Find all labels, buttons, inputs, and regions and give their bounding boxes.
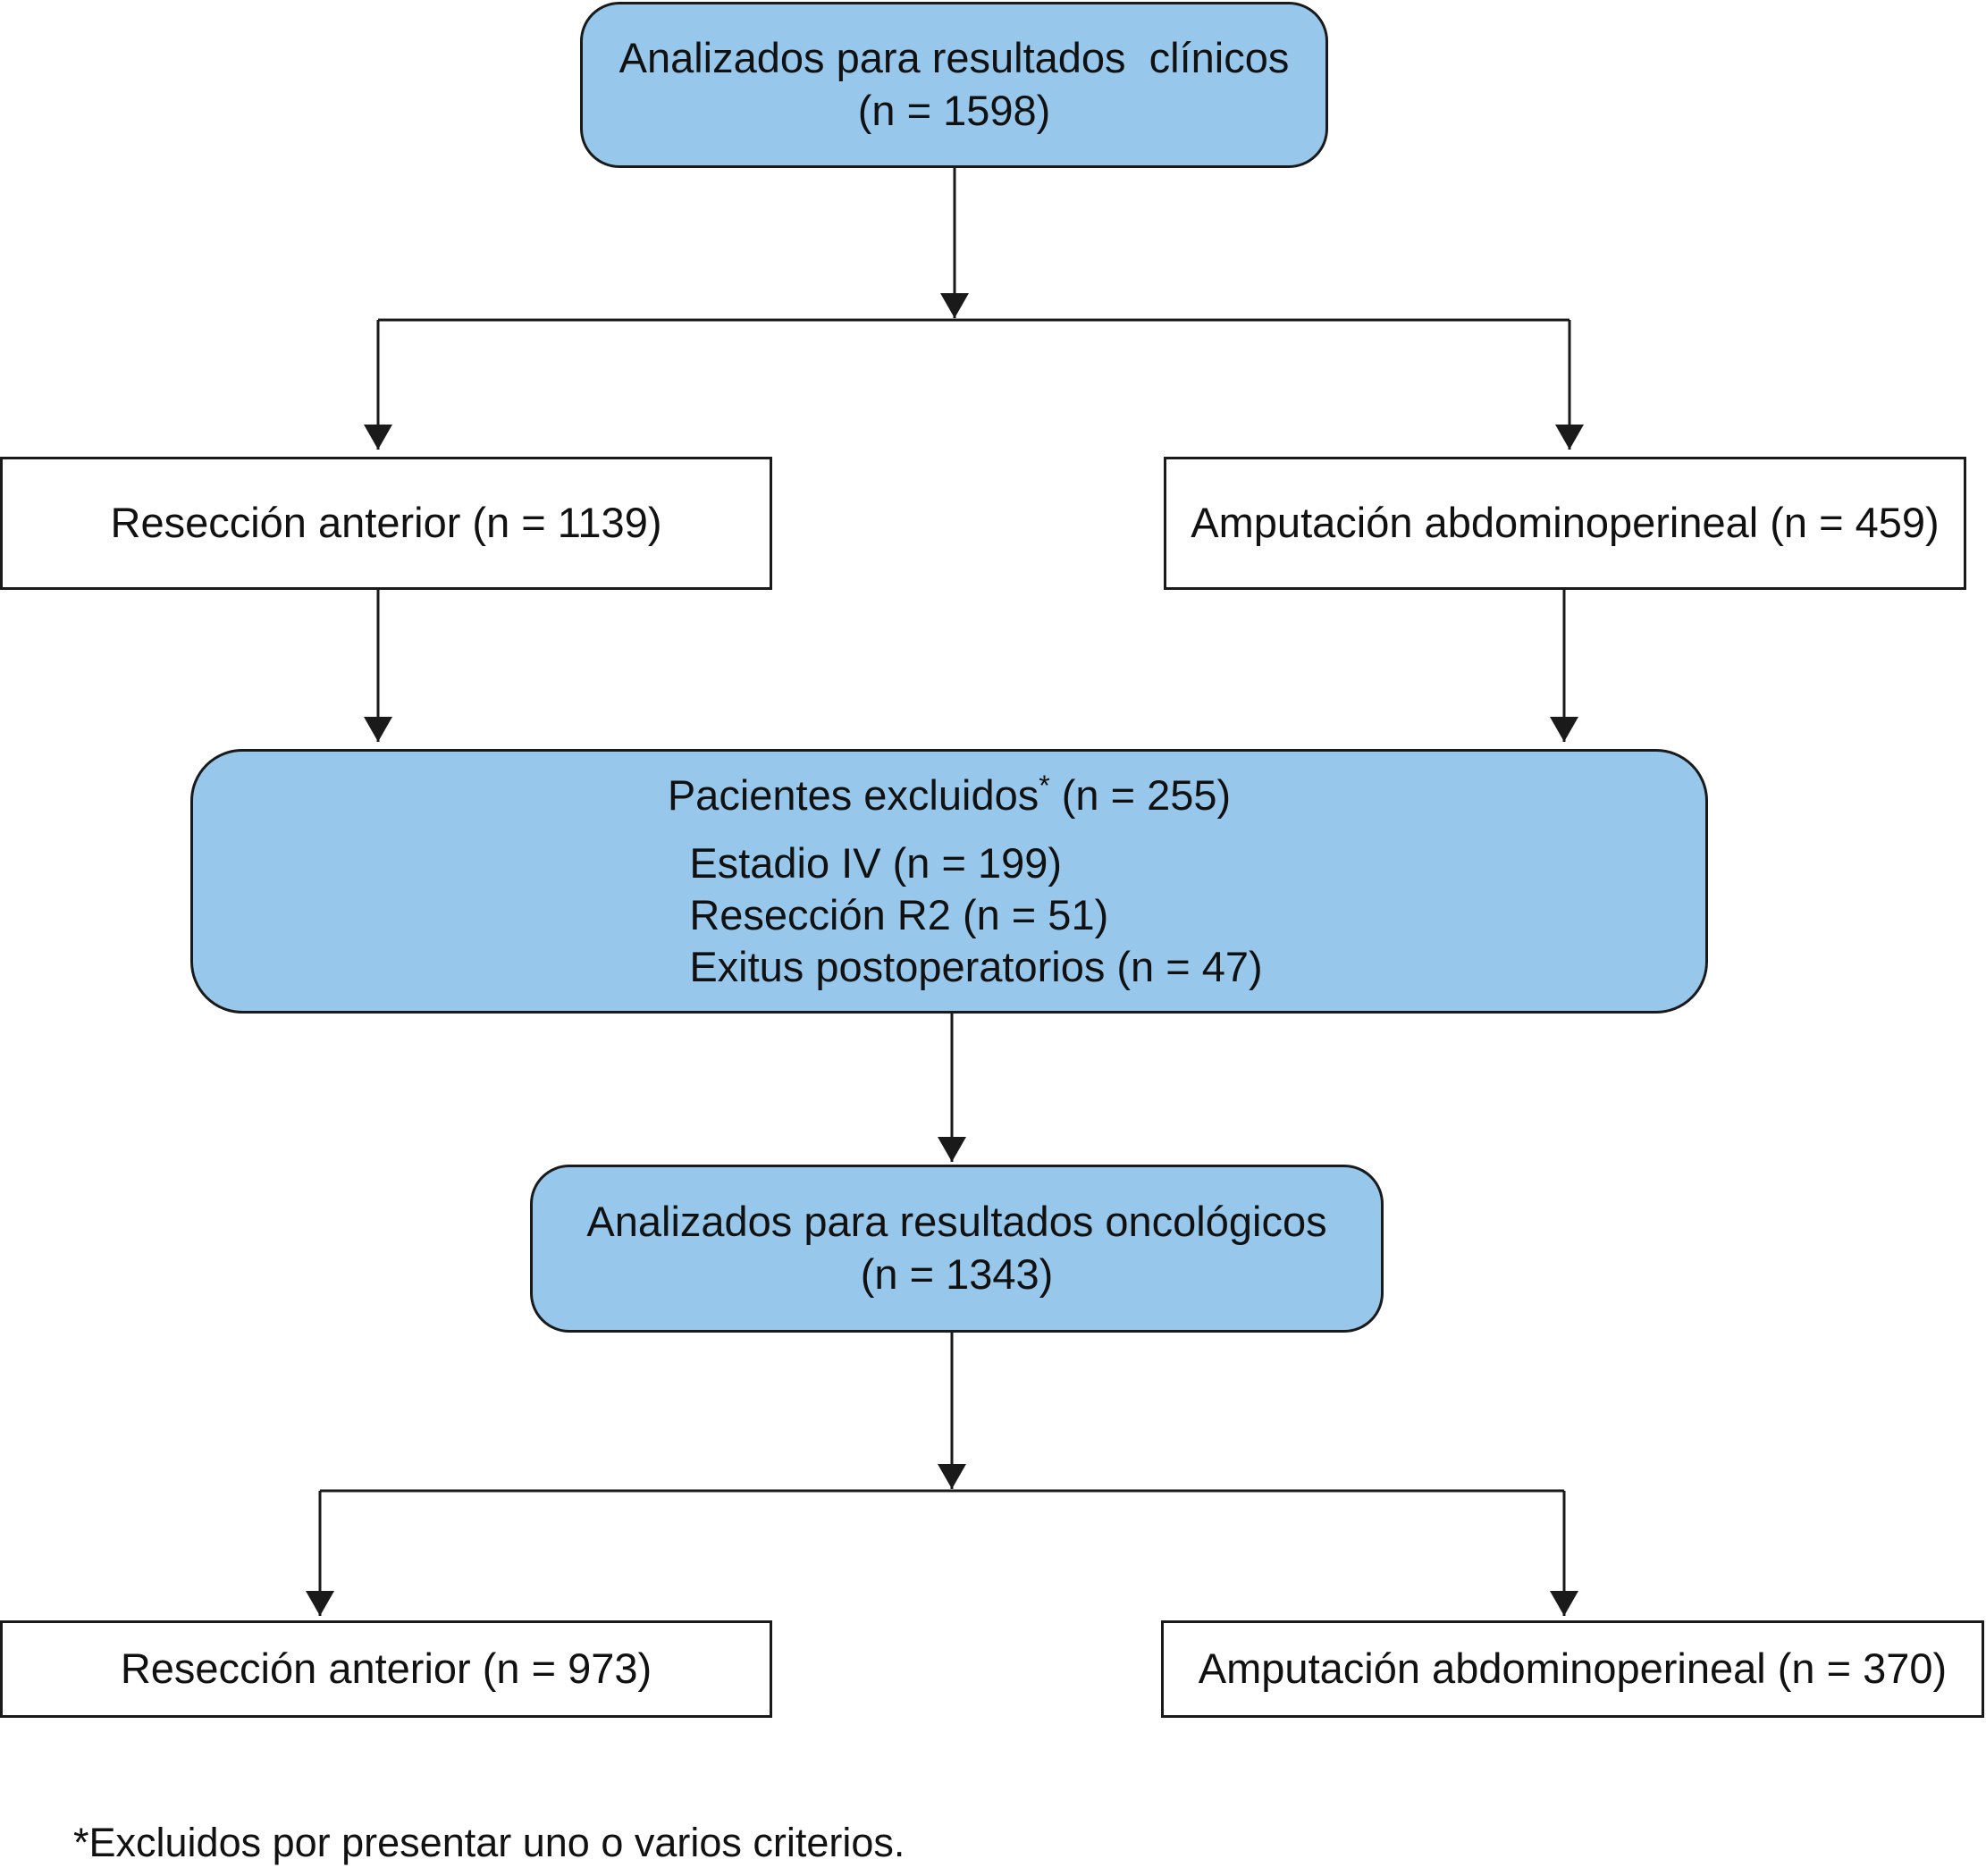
exclusion-criteria-list: Estadio IV (n = 199) Resección R2 (n = 5… <box>689 837 1262 993</box>
arrowhead-amputation-2 <box>1550 1591 1578 1616</box>
arrowhead-excluded-left <box>364 717 392 742</box>
excluded-patients-box: Pacientes excluidos* (n = 255) Estadio I… <box>190 749 1708 1014</box>
arrowhead-excluded-right <box>1550 717 1578 742</box>
clinical-analysis-box: Analizados para resultados clínicos (n =… <box>580 2 1328 168</box>
arrowhead-amputation-1 <box>1555 425 1584 450</box>
oncologic-analysis-count: (n = 1343) <box>860 1250 1054 1298</box>
abdominoperineal-box-2: Amputación abdominoperineal (n = 370) <box>1161 1620 1984 1718</box>
anterior-resection-label-1: Resección anterior (n = 1139) <box>110 499 662 547</box>
excluded-asterisk: * <box>1039 769 1050 802</box>
excluded-patients-count: (n = 255) <box>1049 770 1232 819</box>
anterior-resection-box-1: Resección anterior (n = 1139) <box>0 457 772 590</box>
footnote: *Excluidos por presentar uno o varios cr… <box>73 1820 905 1865</box>
arrowhead-resection-1 <box>364 425 392 450</box>
criterion-stage-iv: Estadio IV (n = 199) <box>689 839 1063 888</box>
arrowhead-resection-2 <box>306 1591 334 1616</box>
anterior-resection-label-2: Resección anterior (n = 973) <box>120 1645 652 1693</box>
arrowhead-oncologic-split <box>938 1464 966 1489</box>
arrowhead-top-split <box>940 293 969 318</box>
criterion-r2-resection: Resección R2 (n = 51) <box>689 891 1109 939</box>
abdominoperineal-label-1: Amputación abdominoperineal (n = 459) <box>1191 499 1940 547</box>
criterion-postoperative-deaths: Exitus postoperatorios (n = 47) <box>689 943 1263 991</box>
clinical-analysis-count: (n = 1598) <box>857 87 1051 134</box>
anterior-resection-box-2: Resección anterior (n = 973) <box>0 1620 772 1718</box>
oncologic-analysis-title: Analizados para resultados oncológicos <box>586 1198 1327 1246</box>
excluded-patients-header: Pacientes excluidos* (n = 255) <box>668 770 1231 822</box>
oncologic-analysis-box: Analizados para resultados oncológicos (… <box>530 1165 1384 1333</box>
abdominoperineal-box-1: Amputación abdominoperineal (n = 459) <box>1164 457 1966 590</box>
excluded-patients-title: Pacientes excluidos <box>667 770 1039 819</box>
clinical-analysis-title: Analizados para resultados clínicos <box>619 34 1290 82</box>
arrowhead-oncologic <box>938 1137 966 1162</box>
abdominoperineal-label-2: Amputación abdominoperineal (n = 370) <box>1198 1645 1948 1693</box>
